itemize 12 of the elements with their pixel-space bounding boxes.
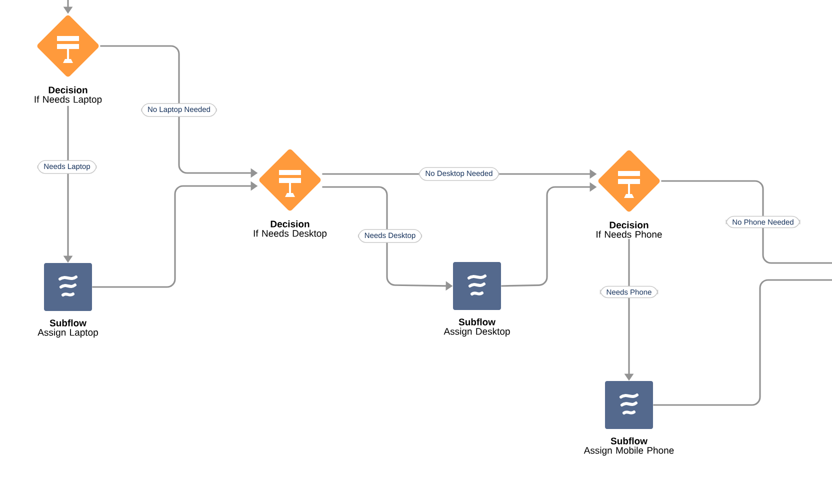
node-label: Assign Desktop — [444, 328, 510, 337]
node-title: Subflow — [50, 319, 86, 326]
node-title: Decision — [610, 221, 648, 228]
node-label: If Needs Desktop — [254, 230, 327, 239]
node-label: If Needs Phone — [596, 230, 662, 238]
node-title: Subflow — [610, 437, 648, 444]
node-title: Subflow — [458, 318, 496, 326]
node-label: Assign Laptop — [38, 328, 98, 338]
node-title: Decision — [270, 220, 310, 228]
node-label: If Needs Laptop — [34, 96, 102, 105]
node-label: Assign Mobile Phone — [584, 446, 674, 456]
node-title: Decision — [48, 86, 88, 94]
